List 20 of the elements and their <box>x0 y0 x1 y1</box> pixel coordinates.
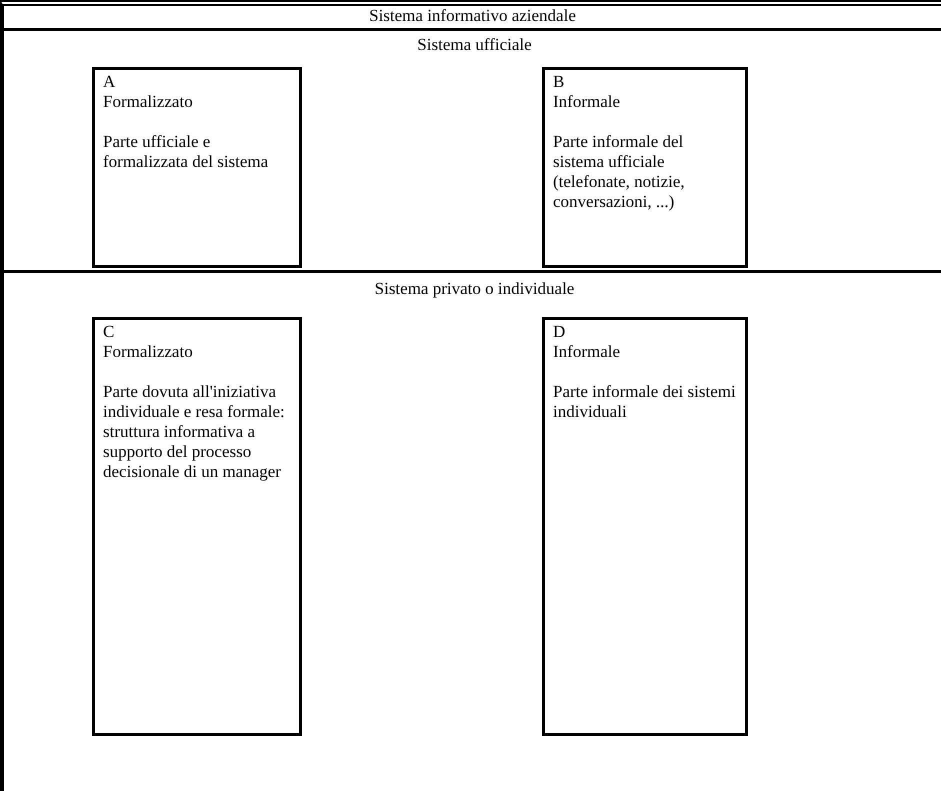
quadrant-box <box>92 67 302 268</box>
quadrant-heading: Formalizzato <box>103 342 193 361</box>
section-title: Sistema privato o individuale <box>374 279 574 299</box>
section-title: Sistema ufficiale <box>417 35 532 55</box>
quadrant-description: Parte dovuta all'iniziativa individuale e resa formale: struttura informativa a supporto del processo decisionale di un manager <box>103 382 285 481</box>
quadrant-letter: D <box>553 322 566 341</box>
quadrant-heading: Informale <box>553 342 620 361</box>
section-title: Sistema informativo aziendale <box>369 6 576 26</box>
quadrant-description: Parte informale dei sistemi individuali <box>553 382 736 421</box>
quadrant-heading: Informale <box>553 92 620 111</box>
quadrant-box <box>92 317 302 736</box>
section-band <box>4 28 941 270</box>
quadrant-heading: Formalizzato <box>103 92 193 111</box>
quadrant-letter: B <box>553 72 564 91</box>
quadrant-box <box>542 317 748 736</box>
quadrant-letter: C <box>103 322 114 341</box>
quadrant-letter: A <box>103 72 116 91</box>
quadrant-box <box>542 67 748 268</box>
quadrant-description: Parte ufficiale e formalizzata del sistema <box>103 132 268 171</box>
quadrant-description: Parte informale del sistema ufficiale (telefonate, notizie, conversazioni, ...) <box>553 132 685 211</box>
